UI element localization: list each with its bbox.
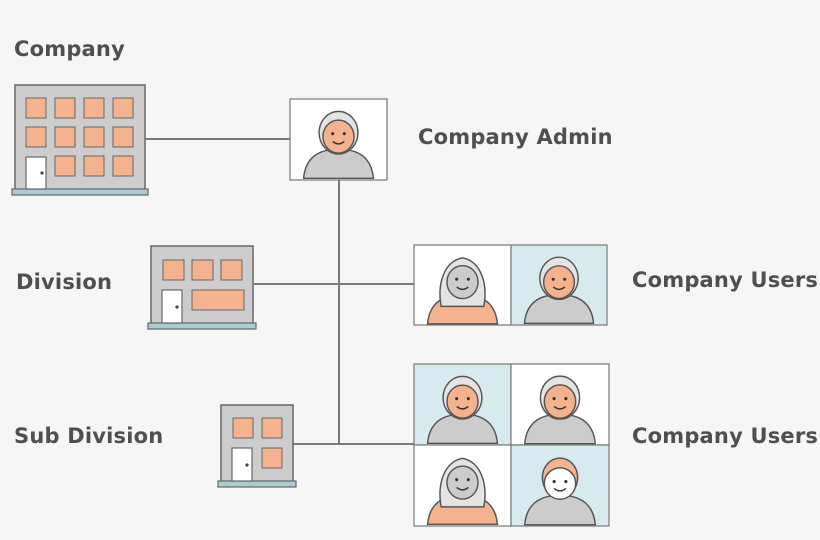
company-label: Company xyxy=(14,37,125,61)
company-users-subdivision-label: Company Users xyxy=(632,424,819,448)
company-admin-label: Company Admin xyxy=(418,125,613,149)
company-admin-avatar xyxy=(289,98,388,181)
division-users-group xyxy=(413,244,608,326)
connector-lines xyxy=(146,138,414,445)
office-building-icon xyxy=(11,84,149,196)
sub-division-label: Sub Division xyxy=(14,424,164,448)
building-icon xyxy=(147,245,257,330)
subdivision-users-group xyxy=(413,363,610,527)
division-label: Division xyxy=(16,270,113,294)
company-users-division-label: Company Users xyxy=(632,268,819,292)
small-building-icon xyxy=(217,404,297,488)
